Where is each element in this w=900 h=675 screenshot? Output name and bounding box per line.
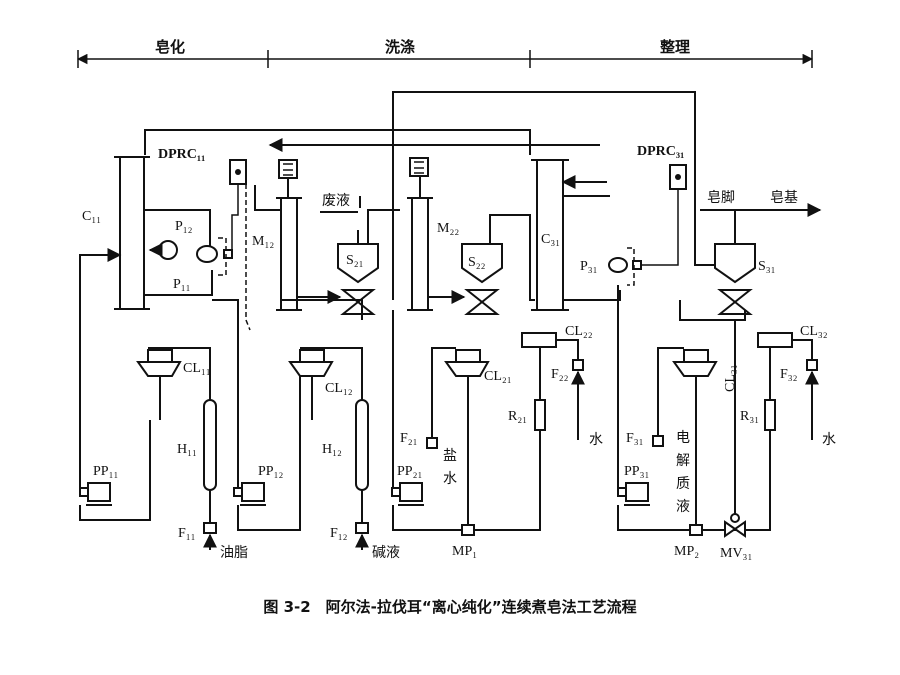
flowmeter-f12 bbox=[355, 522, 369, 534]
label-m12: M₁₂ bbox=[252, 234, 274, 249]
mixpump-mp1 bbox=[461, 524, 475, 536]
label-water-2: 水 bbox=[822, 432, 836, 448]
label-r31: R₃₁ bbox=[740, 409, 759, 424]
rotameter-r31 bbox=[764, 399, 776, 431]
label-p12: P₁₂ bbox=[175, 219, 193, 234]
column-c11 bbox=[114, 156, 150, 310]
label-pp21: PP₂₁ bbox=[397, 464, 422, 479]
pump-p31-icon bbox=[608, 257, 628, 273]
label-s31: S₃₁ bbox=[758, 259, 776, 274]
label-m22: M₂₂ bbox=[437, 221, 459, 236]
label-electrolyte-2: 解 bbox=[676, 453, 690, 469]
mixer-m12 bbox=[276, 159, 302, 311]
figure-caption: 图 3-2 阿尔法-拉伐耳“离心纯化”连续煮皂法工艺流程 bbox=[263, 598, 636, 616]
separator-s21 bbox=[337, 230, 379, 315]
pump-p12-icon bbox=[158, 240, 178, 260]
label-c11: C₁₁ bbox=[82, 209, 101, 224]
separator-s22 bbox=[461, 243, 503, 315]
label-p11: P₁₁ bbox=[173, 277, 191, 292]
label-f32: F₃₂ bbox=[780, 367, 798, 382]
mixpump-mp2 bbox=[689, 524, 703, 536]
label-dprc11: DPRC₁₁ bbox=[158, 147, 205, 162]
controller-box-1 bbox=[223, 249, 233, 259]
label-dprc31: DPRC₃₁ bbox=[637, 144, 684, 159]
pump-pp31 bbox=[617, 482, 650, 506]
flowmeter-f32 bbox=[806, 359, 818, 371]
flowmeter-f11 bbox=[203, 522, 217, 534]
label-mp2: MP₂ bbox=[674, 544, 699, 559]
column-c31 bbox=[531, 159, 569, 311]
label-f11: F₁₁ bbox=[178, 526, 196, 541]
pump-pp11 bbox=[79, 482, 112, 506]
recycle-line-top bbox=[392, 91, 696, 300]
pump-p11-icon bbox=[196, 245, 218, 263]
label-electrolyte-1: 电 bbox=[676, 430, 690, 446]
label-cl22: CL₂₂ bbox=[565, 324, 593, 339]
label-p31: P₃₁ bbox=[580, 259, 598, 274]
label-c31: C₃₁ bbox=[541, 232, 560, 247]
label-electrolyte-3: 质 bbox=[676, 476, 690, 492]
label-f21: F₂₁ bbox=[400, 431, 418, 446]
label-mp1: MP₁ bbox=[452, 544, 477, 559]
line-p11 bbox=[144, 270, 213, 296]
label-s21: S₂₁ bbox=[346, 253, 364, 268]
cooler-cl21 bbox=[444, 349, 490, 525]
label-waste-liquid: 废液 bbox=[322, 193, 350, 209]
valve-mv31 bbox=[724, 320, 746, 538]
label-oil: 油脂 bbox=[220, 545, 248, 561]
label-cl11: CL₁₁ bbox=[183, 361, 211, 376]
label-soap-foot: 皂脚 bbox=[707, 190, 735, 206]
label-r21: R₂₁ bbox=[508, 409, 527, 424]
label-cl21: CL₂₁ bbox=[484, 369, 512, 384]
label-s22: S₂₂ bbox=[468, 255, 486, 270]
cooler-cl32 bbox=[757, 332, 793, 348]
section-header: 皂化 洗涤 整理 bbox=[76, 38, 814, 68]
flowmeter-f31 bbox=[652, 435, 664, 447]
cooler-cl31 bbox=[672, 349, 718, 525]
heater-h12 bbox=[355, 395, 369, 523]
label-salt-water: 水 bbox=[443, 471, 457, 487]
label-water-1: 水 bbox=[589, 432, 603, 448]
cooler-cl22 bbox=[521, 332, 557, 348]
cooler-cl11 bbox=[136, 349, 182, 420]
label-pp12: PP₁₂ bbox=[258, 464, 283, 479]
mixer-m22 bbox=[407, 157, 433, 311]
line-p12 bbox=[144, 209, 211, 250]
label-alkali: 碱液 bbox=[372, 545, 400, 561]
label-soap-base: 皂基 bbox=[770, 189, 798, 206]
label-f12: F₁₂ bbox=[330, 526, 348, 541]
label-salt: 盐 bbox=[443, 448, 457, 464]
rotameter-r21 bbox=[534, 399, 546, 431]
label-h12: H₁₂ bbox=[322, 442, 342, 457]
label-mv31: MV₃₁ bbox=[720, 546, 752, 561]
top-header-line bbox=[144, 129, 531, 155]
section-washing: 洗涤 bbox=[385, 38, 415, 56]
label-h11: H₁₁ bbox=[177, 442, 197, 457]
heater-h11 bbox=[203, 395, 217, 523]
cooler-cl12 bbox=[288, 349, 334, 420]
pump-pp12 bbox=[233, 482, 266, 506]
flowmeter-f21 bbox=[426, 437, 438, 449]
section-saponification: 皂化 bbox=[155, 38, 185, 56]
label-electrolyte-4: 液 bbox=[676, 499, 690, 515]
separator-s31 bbox=[714, 210, 756, 315]
pump-pp21 bbox=[391, 482, 424, 506]
label-f31: F₃₁ bbox=[626, 431, 644, 446]
label-pp31: PP₃₁ bbox=[624, 464, 649, 479]
label-f22: F₂₂ bbox=[551, 367, 569, 382]
label-cl12: CL₁₂ bbox=[325, 381, 353, 396]
flowmeter-f22 bbox=[572, 359, 584, 371]
label-pp11: PP₁₁ bbox=[93, 464, 118, 479]
section-finishing: 整理 bbox=[660, 38, 690, 56]
label-cl32: CL₃₂ bbox=[800, 324, 828, 339]
